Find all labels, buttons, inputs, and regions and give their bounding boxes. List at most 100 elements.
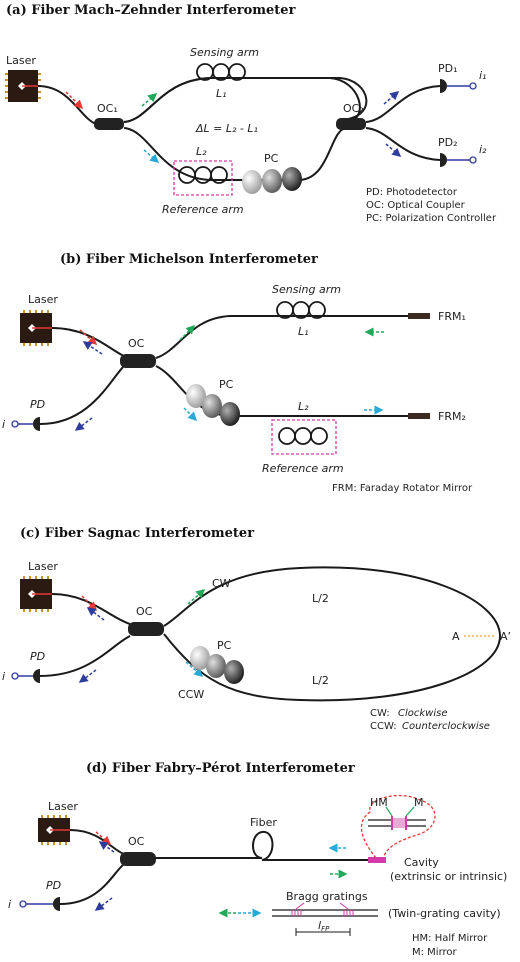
- photodetector-icon: [19, 897, 60, 911]
- reference-arm-fiber: [123, 127, 347, 181]
- frm2-mirror: [408, 413, 430, 419]
- frm1-mirror: [408, 313, 430, 319]
- photodetector-2-icon: [440, 153, 477, 167]
- sensing-coil-icon: [196, 63, 246, 81]
- pd-label: PD: [46, 879, 61, 892]
- laser-label: Laser: [28, 293, 58, 306]
- oc2-label: OC₂: [343, 102, 364, 115]
- reference-highlight-box: [173, 160, 233, 196]
- polarization-controller-icon: [190, 646, 244, 684]
- reference-arm-label: Reference arm: [262, 462, 344, 475]
- panel-a: (a) Fiber Mach–Zehnder Interferometer La…: [5, 3, 497, 224]
- frm1-label: FRM₁: [438, 310, 466, 323]
- cavity-label: Cavity: [404, 856, 439, 869]
- laser-icon: [20, 310, 52, 346]
- polarization-controller-icon: [186, 384, 240, 426]
- panel-a-title: (a) Fiber Mach–Zehnder Interferometer: [6, 3, 296, 18]
- panel-d-title: (d) Fiber Fabry–Pérot Interferometer: [86, 761, 355, 776]
- l1-label: L₁: [298, 325, 309, 338]
- l2-label: L₂: [196, 145, 207, 158]
- photodetector-icon: [11, 669, 40, 683]
- panel-b-title: (b) Fiber Michelson Interferometer: [60, 252, 318, 267]
- reference-coil-icon: [278, 427, 328, 445]
- pd1-label: PD₁: [438, 62, 458, 75]
- legend-a-pc: PC: Polarization Controller: [366, 213, 497, 224]
- cavity-note: (extrinsic or intrinsic): [390, 870, 507, 883]
- hm-label: HM: [370, 796, 388, 809]
- coupler-oc: [120, 354, 156, 368]
- polarization-controller-icon: [242, 167, 302, 194]
- laser-label: Laser: [28, 560, 58, 573]
- i2-label: i₂: [479, 143, 487, 156]
- a-label: A: [452, 630, 460, 643]
- bragg-grating-2: [343, 910, 354, 916]
- sagnac-loop: [163, 566, 502, 702]
- pd2-label: PD₂: [438, 136, 458, 149]
- panel-d: (d) Fiber Fabry–Pérot Interferometer Las…: [8, 761, 507, 958]
- twin-grating-label: (Twin-grating cavity): [388, 907, 501, 920]
- reference-coil-icon: [178, 166, 228, 184]
- cavity-zoom-outline: [360, 794, 436, 859]
- oc-label: OC: [128, 835, 145, 848]
- photodetector-1-icon: [440, 79, 477, 93]
- reference-highlight-box: [271, 419, 337, 455]
- sensing-arm-label: Sensing arm: [190, 46, 259, 59]
- i-label: i: [8, 898, 11, 911]
- cw-label: CW: [212, 577, 231, 590]
- legend-cw-key: CW:: [370, 708, 390, 719]
- panel-c-title: (c) Fiber Sagnac Interferometer: [20, 526, 254, 541]
- oc-label: OC: [136, 605, 153, 618]
- delta-l-label: ΔL = L₂ - L₁: [195, 122, 258, 135]
- legend-cw-text: Clockwise: [398, 708, 448, 719]
- l-half-bottom-label: L/2: [312, 674, 329, 687]
- photodetector-icon: [11, 417, 40, 431]
- output-fiber-1: [365, 85, 441, 123]
- i-label: i: [2, 670, 5, 683]
- ccw-label: CCW: [178, 688, 204, 701]
- legend-ccw-key: CCW:: [370, 721, 397, 732]
- panel-b: (b) Fiber Michelson Interferometer Laser…: [2, 252, 473, 494]
- i1-label: i₁: [479, 69, 486, 82]
- cavity-end: [368, 857, 386, 863]
- pc-label: PC: [217, 639, 232, 652]
- pc-label: PC: [264, 152, 279, 165]
- a-prime-label: A’: [500, 630, 511, 643]
- l2-label: L₂: [298, 400, 309, 413]
- laser-label: Laser: [6, 54, 36, 67]
- coupler-oc2: [336, 118, 366, 130]
- legend-a-pd: PD: Photodetector: [366, 187, 458, 198]
- laser-icon: [20, 576, 52, 612]
- legend-ccw-text: Counterclockwise: [402, 721, 490, 732]
- coupler-oc: [120, 852, 156, 866]
- pd-label: PD: [30, 650, 45, 663]
- sensing-coil-icon: [276, 301, 326, 319]
- laser-label: Laser: [48, 800, 78, 813]
- laser-icon: [38, 815, 70, 845]
- fiber-with-loop: [156, 831, 370, 861]
- fiber-label: Fiber: [250, 816, 277, 829]
- bragg-grating-1: [291, 910, 302, 916]
- oc-label: OC: [128, 337, 145, 350]
- sensing-arm-label: Sensing arm: [272, 283, 341, 296]
- coupler-oc1: [94, 118, 124, 130]
- pd-label: PD: [30, 398, 45, 411]
- input-fiber: [37, 85, 97, 125]
- panel-c: (c) Fiber Sagnac Interferometer Laser OC…: [2, 526, 511, 732]
- laser-icon: [5, 70, 41, 102]
- reference-arm-label: Reference arm: [162, 203, 244, 216]
- frm2-label: FRM₂: [438, 410, 466, 423]
- coupler-oc: [128, 622, 164, 636]
- legend-a-oc: OC: Optical Coupler: [366, 200, 466, 211]
- legend-d-m: M: Mirror: [412, 947, 458, 958]
- pc-label: PC: [219, 378, 234, 391]
- l-half-top-label: L/2: [312, 592, 329, 605]
- sensing-arm-fiber: [123, 77, 368, 123]
- oc1-label: OC₁: [97, 102, 118, 115]
- lfp-label: lFP: [318, 919, 330, 933]
- bragg-label: Bragg gratings: [286, 890, 368, 903]
- l1-label: L₁: [216, 87, 227, 100]
- m-label: M: [414, 796, 424, 809]
- legend-b-frm: FRM: Faraday Rotator Mirror: [332, 483, 473, 494]
- output-fiber-2: [365, 127, 441, 161]
- i-label: i: [2, 418, 5, 431]
